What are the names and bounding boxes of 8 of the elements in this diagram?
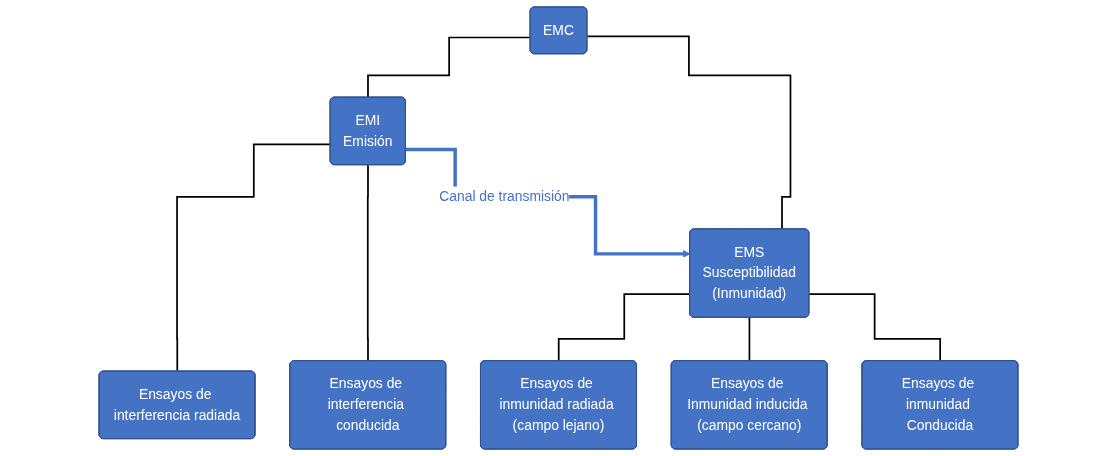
connector (366, 164, 370, 362)
connector (808, 293, 942, 362)
connector (367, 36, 532, 99)
connector (748, 316, 751, 362)
arrow (405, 147, 691, 258)
edge-label: Canal de transmisión (439, 188, 570, 204)
connector (557, 293, 691, 362)
connector (176, 143, 332, 373)
